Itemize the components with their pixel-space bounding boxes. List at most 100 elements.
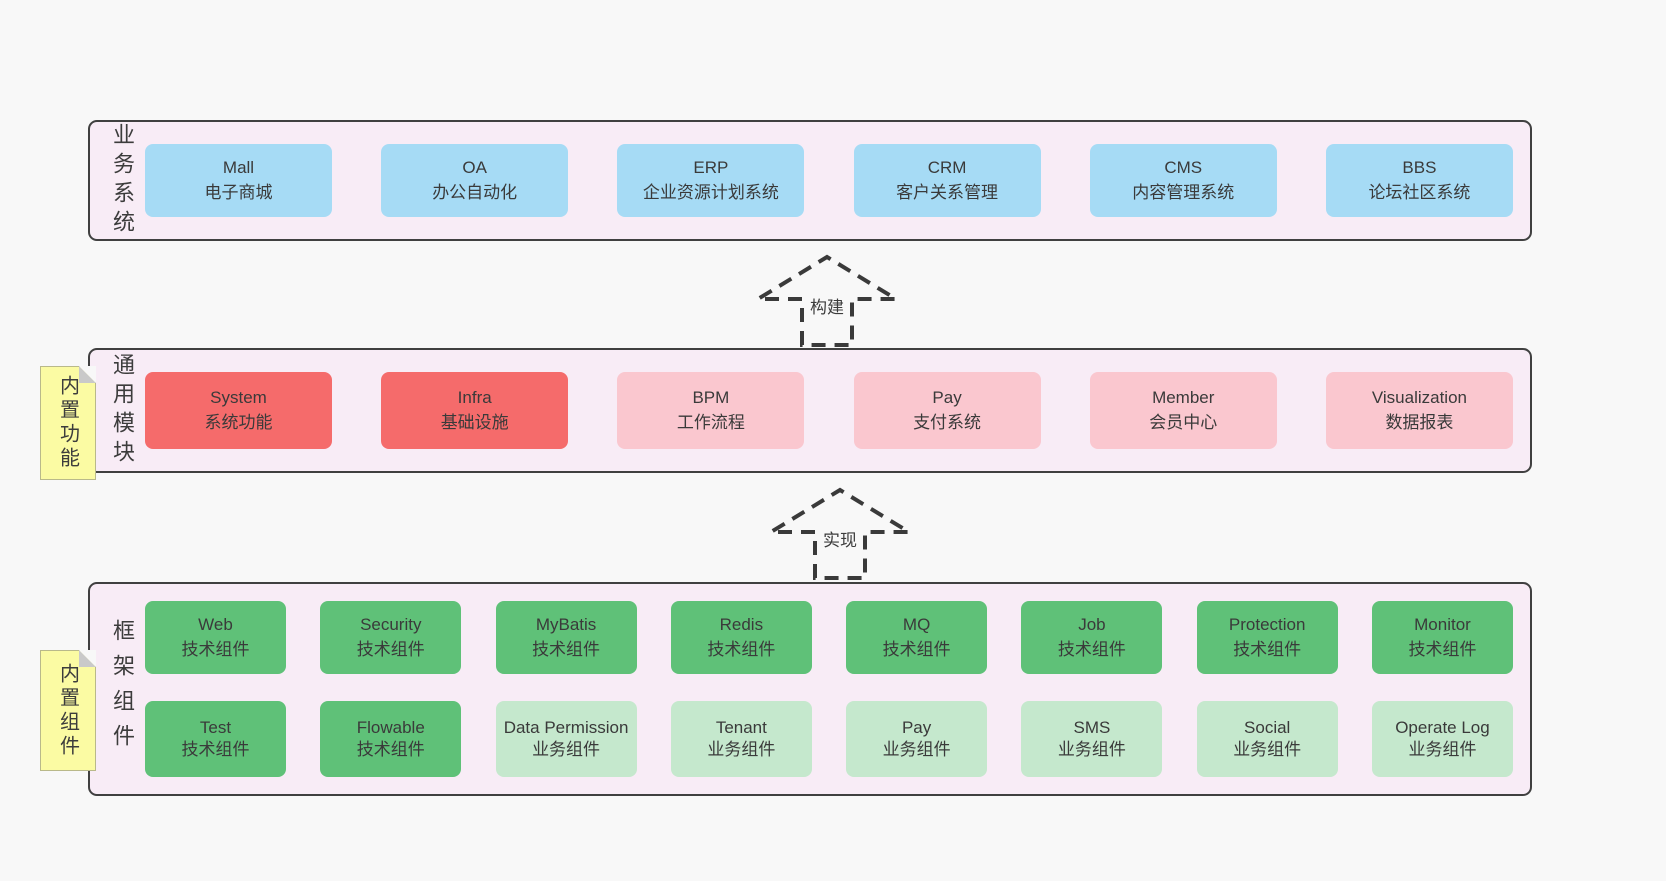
box-title: BBS [1402, 157, 1437, 177]
box-title: OA [462, 157, 487, 177]
arrow-implement: 实现 [765, 485, 915, 580]
box-sms: SMS 业务组件 [1021, 701, 1163, 777]
box-subtitle: 技术组件 [181, 639, 250, 659]
box-monitor: Monitor 技术组件 [1371, 601, 1513, 674]
box-subtitle: 技术组件 [1233, 639, 1302, 659]
components-layer-content: Web 技术组件 Security 技术组件 MyBatis 技术组件 Redi… [145, 584, 1513, 794]
layer-label-components: 框架组件 [110, 619, 135, 759]
box-subtitle: 业务组件 [1233, 740, 1302, 759]
box-subtitle: 技术组件 [181, 740, 250, 759]
box-flowable: Flowable 技术组件 [320, 701, 462, 777]
sticky-note-built-in-features: 内置功能 [40, 366, 96, 480]
box-title: Mall [222, 157, 255, 177]
box-title: System [210, 387, 267, 407]
up-arrow-icon [752, 254, 902, 347]
arrow-build: 构建 [752, 252, 902, 347]
box-tenant: Tenant 业务组件 [670, 701, 812, 777]
box-mq: MQ 技术组件 [846, 601, 988, 674]
business-layer-content: Mall 电子商城 OA 办公自动化 ERP 企业资源计划系统 CRM 客户关系… [145, 122, 1513, 239]
box-subtitle: 技术组件 [356, 639, 425, 659]
box-subtitle: 技术组件 [707, 639, 776, 659]
box-title: Tenant [715, 717, 767, 737]
box-subtitle: 会员中心 [1149, 412, 1218, 432]
box-cms: CMS 内容管理系统 [1089, 144, 1277, 217]
box-title: BPM [692, 387, 730, 407]
box-subtitle: 基础设施 [440, 412, 509, 432]
box-redis: Redis 技术组件 [670, 601, 812, 674]
box-crm: CRM 客户关系管理 [853, 144, 1041, 217]
box-subtitle: 工作流程 [676, 412, 745, 432]
box-subtitle: 论坛社区系统 [1368, 182, 1471, 202]
sticky-note-built-in-components: 内置组件 [40, 650, 96, 771]
box-pay: Pay 支付系统 [853, 372, 1041, 449]
box-title: CRM [927, 157, 967, 177]
box-title: Security [360, 614, 422, 634]
box-title: Protection [1228, 614, 1306, 634]
box-social: Social 业务组件 [1196, 701, 1338, 777]
box-subtitle: 技术组件 [356, 740, 425, 759]
box-bpm: BPM 工作流程 [617, 372, 805, 449]
box-subtitle: 技术组件 [532, 639, 601, 659]
box-operate-log: Operate Log 业务组件 [1371, 701, 1513, 777]
box-member: Member 会员中心 [1089, 372, 1277, 449]
box-title: Operate Log [1395, 717, 1490, 737]
modules-boxes-row: System 系统功能 Infra 基础设施 BPM 工作流程 Pay 支付系统… [145, 372, 1513, 449]
box-protection: Protection 技术组件 [1196, 601, 1338, 674]
box-subtitle: 客户关系管理 [896, 182, 999, 202]
box-subtitle: 业务组件 [1057, 740, 1126, 759]
components-row-1: Web 技术组件 Security 技术组件 MyBatis 技术组件 Redi… [145, 601, 1513, 674]
box-title: Visualization [1371, 387, 1467, 407]
box-security: Security 技术组件 [320, 601, 462, 674]
layer-framework-components: 框架组件 Web 技术组件 Security 技术组件 MyBatis 技术组件… [88, 582, 1532, 796]
box-data-permission: Data Permission 业务组件 [495, 701, 637, 777]
layer-common-modules: 通用模块 System 系统功能 Infra 基础设施 BPM 工作流程 Pay… [88, 348, 1532, 473]
layer-business-systems: 业务系统 Mall 电子商城 OA 办公自动化 ERP 企业资源计划系统 CRM… [88, 120, 1532, 241]
box-mybatis: MyBatis 技术组件 [495, 601, 637, 674]
box-title: CMS [1164, 157, 1203, 177]
box-job: Job 技术组件 [1021, 601, 1163, 674]
box-title: Pay [932, 387, 962, 407]
box-subtitle: 电子商城 [204, 182, 273, 202]
box-title: MQ [902, 614, 931, 634]
arrow-build-label: 构建 [806, 292, 848, 319]
box-title: Data Permission [503, 717, 629, 737]
up-arrow-icon [765, 487, 915, 580]
box-mall: Mall 电子商城 [145, 144, 332, 217]
box-oa: OA 办公自动化 [381, 144, 569, 217]
box-subtitle: 业务组件 [532, 740, 601, 759]
box-system: System 系统功能 [145, 372, 332, 449]
components-row-2: Test 技术组件 Flowable 技术组件 Data Permission … [145, 701, 1513, 777]
box-subtitle: 企业资源计划系统 [642, 182, 779, 202]
box-subtitle: 技术组件 [882, 639, 951, 659]
box-title: Infra [457, 387, 492, 407]
box-title: MyBatis [535, 614, 597, 634]
box-title: Test [199, 717, 232, 737]
box-bbs: BBS 论坛社区系统 [1325, 144, 1513, 217]
box-subtitle: 系统功能 [204, 412, 273, 432]
box-web: Web 技术组件 [145, 601, 286, 674]
box-pay-biz: Pay 业务组件 [846, 701, 988, 777]
box-subtitle: 办公自动化 [432, 182, 518, 202]
modules-layer-content: System 系统功能 Infra 基础设施 BPM 工作流程 Pay 支付系统… [145, 350, 1513, 471]
box-subtitle: 业务组件 [1408, 740, 1477, 759]
box-erp: ERP 企业资源计划系统 [617, 144, 805, 217]
box-subtitle: 业务组件 [882, 740, 951, 759]
box-title: ERP [693, 157, 729, 177]
business-boxes-row: Mall 电子商城 OA 办公自动化 ERP 企业资源计划系统 CRM 客户关系… [145, 144, 1513, 217]
box-title: Pay [901, 717, 932, 737]
box-title: Web [198, 614, 233, 634]
box-subtitle: 技术组件 [1408, 639, 1477, 659]
layer-label-business: 业务系统 [110, 122, 135, 239]
layer-label-modules: 通用模块 [110, 352, 135, 469]
sticky-label: 内置功能 [56, 375, 79, 471]
box-title: Social [1244, 717, 1291, 737]
box-title: SMS [1073, 717, 1111, 737]
box-subtitle: 技术组件 [1057, 639, 1126, 659]
arrow-implement-label: 实现 [819, 525, 861, 552]
box-title: Monitor [1414, 614, 1471, 634]
box-subtitle: 支付系统 [913, 412, 982, 432]
box-title: Flowable [356, 717, 425, 737]
box-subtitle: 内容管理系统 [1132, 182, 1235, 202]
box-title: Member [1152, 387, 1215, 407]
